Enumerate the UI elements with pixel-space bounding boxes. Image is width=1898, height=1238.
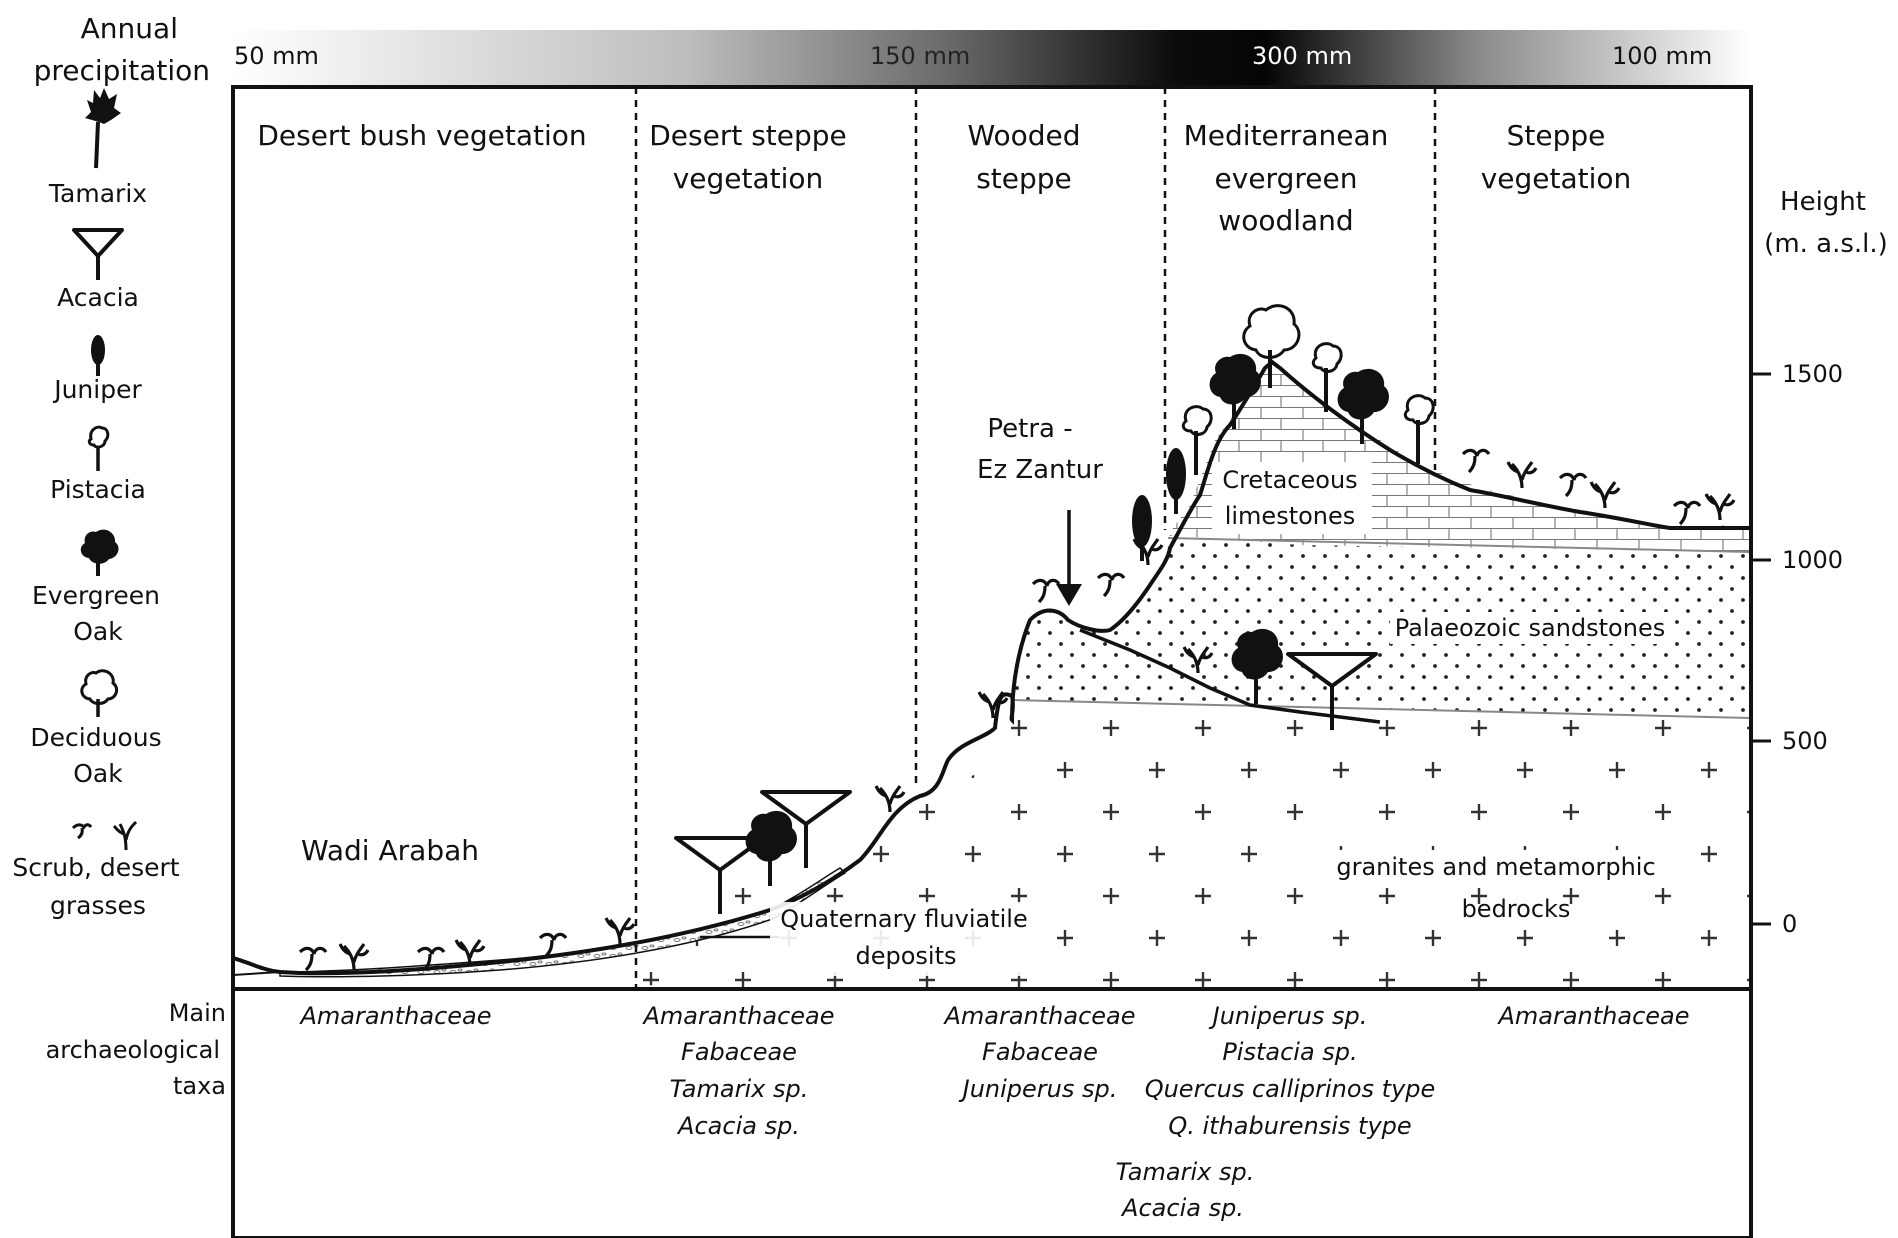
- wadi-label: Wadi Arabah: [301, 834, 479, 867]
- taxon-name: Juniperus sp.: [1209, 1002, 1368, 1030]
- precipitation-gradient-bar: [233, 30, 1751, 86]
- juniper-icon: [89, 333, 107, 378]
- height-tick-label: 500: [1782, 727, 1828, 755]
- legend: Tamarix Acacia Juniper Pistacia Evergree…: [12, 86, 180, 920]
- legend-label: Oak: [73, 617, 123, 646]
- legend-label: Pistacia: [50, 475, 146, 504]
- granite-label: granites and metamorphic: [1336, 853, 1655, 881]
- precipitation-value: 50 mm: [234, 42, 319, 70]
- legend-item-deciduous-oak: Deciduous Oak: [30, 669, 162, 788]
- zone-title: steppe: [976, 162, 1072, 195]
- quaternary-label: deposits: [855, 942, 956, 970]
- petra-label: Petra -: [987, 414, 1072, 444]
- legend-label: Scrub, desert: [12, 853, 179, 882]
- arrow-head-icon: [1056, 584, 1082, 606]
- precipitation-value: 100 mm: [1612, 42, 1712, 70]
- taxon-name: Fabaceae: [982, 1038, 1098, 1066]
- taxa-row-label: Main: [169, 999, 226, 1027]
- precipitation-value: 150 mm: [870, 42, 970, 70]
- legend-item-evergreen-oak: Evergreen Oak: [32, 527, 160, 646]
- taxa-row-label: taxa: [173, 1072, 226, 1100]
- taxon-name: Pistacia sp.: [1222, 1038, 1357, 1066]
- scrub-icon: [71, 820, 138, 852]
- legend-label: Acacia: [57, 283, 139, 312]
- legend-label: Juniper: [52, 375, 142, 404]
- height-axis-title: Height: [1780, 187, 1866, 217]
- height-tick-label: 1000: [1782, 546, 1843, 574]
- palaeozoic-label: Palaeozoic sandstones: [1395, 614, 1665, 642]
- legend-item-tamarix: Tamarix: [48, 86, 147, 208]
- taxon-name: Acacia sp.: [676, 1112, 800, 1140]
- zone-title: Mediterranean: [1184, 119, 1389, 152]
- taxon-name: Amaranthaceae: [298, 1002, 491, 1030]
- zone-title: evergreen: [1215, 162, 1358, 195]
- zone-title: Desert bush vegetation: [257, 119, 586, 152]
- legend-label: Tamarix: [48, 179, 147, 208]
- acacia-icon: [72, 228, 124, 282]
- precipitation-label: precipitation: [34, 54, 210, 87]
- legend-label: Deciduous: [30, 723, 161, 752]
- legend-label: Oak: [73, 759, 123, 788]
- taxa-row-label: archaeological: [46, 1036, 220, 1064]
- pistacia-icon: [87, 425, 110, 473]
- legend-item-scrub: Scrub, desert grasses: [12, 820, 180, 920]
- petra-label: Ez Zantur: [977, 455, 1103, 485]
- zone-title: vegetation: [1481, 162, 1632, 195]
- height-tick-label: 1500: [1782, 360, 1843, 388]
- taxa-section: Main archaeological taxa Amaranthaceae A…: [46, 999, 1690, 1222]
- evergreen-oak-icon: [78, 527, 121, 578]
- zone-title: Steppe: [1507, 119, 1606, 152]
- taxon-name: Quercus calliprinos type: [1145, 1075, 1436, 1103]
- legend-label: Evergreen: [32, 581, 160, 610]
- taxon-name: Fabaceae: [681, 1038, 797, 1066]
- legend-item-pistacia: Pistacia: [50, 425, 146, 504]
- legend-item-acacia: Acacia: [57, 228, 139, 312]
- granite-label: bedrocks: [1462, 895, 1571, 923]
- taxon-name: Amaranthaceae: [641, 1002, 834, 1030]
- precipitation-label: Annual: [81, 12, 178, 45]
- legend-label: grasses: [50, 891, 146, 920]
- taxon-name: Acacia sp.: [1120, 1194, 1244, 1222]
- height-tick-label: 0: [1782, 910, 1797, 938]
- tamarix-icon: [83, 86, 123, 170]
- taxon-name: Amaranthaceae: [1496, 1002, 1689, 1030]
- zone-title: Desert steppe: [649, 119, 847, 152]
- deciduous-oak-icon: [80, 669, 119, 719]
- zone-title: Wooded: [967, 119, 1080, 152]
- height-axis-title: (m. a.s.l.): [1764, 229, 1888, 259]
- taxon-name: Tamarix sp.: [1116, 1158, 1255, 1186]
- taxon-name: Q. ithaburensis type: [1168, 1112, 1411, 1140]
- zone-title: woodland: [1218, 204, 1353, 237]
- precipitation-value: 300 mm: [1252, 42, 1352, 70]
- quaternary-label: Quaternary fluviatile: [780, 905, 1027, 933]
- legend-item-juniper: Juniper: [52, 333, 142, 404]
- profile-panel: Desert bush vegetation Desert steppe veg…: [231, 85, 1753, 1238]
- height-axis: Height (m. a.s.l.) 1500 1000 500 0: [1751, 187, 1888, 938]
- taxon-name: Juniperus sp.: [959, 1075, 1118, 1103]
- precipitation-header: Annual precipitation 50 mm 150 mm 300 mm…: [34, 12, 1751, 87]
- taxon-name: Amaranthaceae: [942, 1002, 1135, 1030]
- taxon-name: Tamarix sp.: [670, 1075, 809, 1103]
- cretaceous-label: Cretaceous: [1222, 466, 1357, 494]
- zone-title: vegetation: [673, 162, 824, 195]
- cretaceous-label: limestones: [1225, 502, 1356, 530]
